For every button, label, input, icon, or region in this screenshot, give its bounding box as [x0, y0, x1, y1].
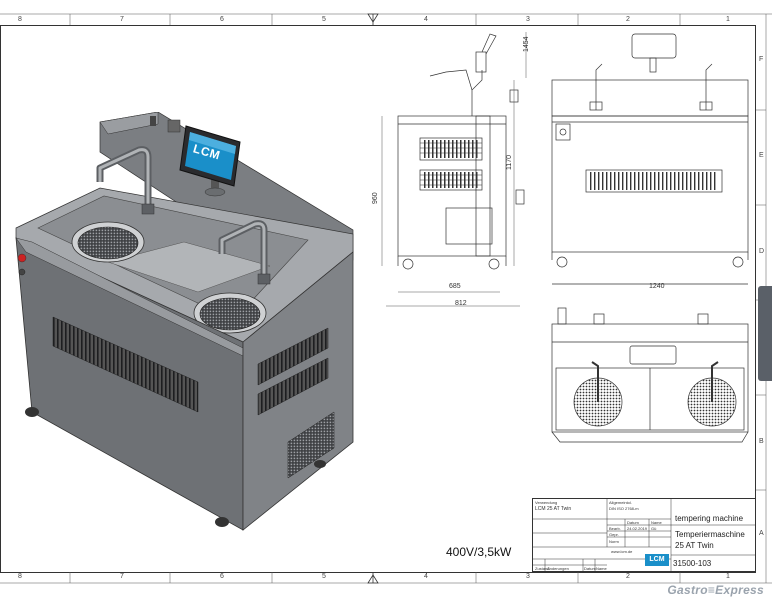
zone-number: 4: [424, 573, 428, 580]
bearb-date: 24.02.2019: [627, 526, 648, 531]
zone-number: 5: [322, 573, 326, 580]
allgemeintol-value: DIN ISO 2768-m: [609, 506, 639, 511]
dimension-width: 1240: [649, 283, 665, 290]
verwendung-value: LCM 25 AT Twin: [535, 506, 572, 512]
allgemeintol-label: Allgemeintol.: [609, 500, 632, 505]
zone-number: 6: [220, 573, 224, 580]
dimension-depth-inner: 685: [449, 283, 461, 290]
name2-label: Name: [596, 566, 607, 571]
zone-letter: E: [759, 152, 764, 159]
zone-number: 5: [322, 16, 326, 23]
zone-number: 7: [120, 573, 124, 580]
verwendung-label: Verwendung: [535, 500, 558, 505]
zone-number: 3: [526, 16, 530, 23]
zone-number: 3: [526, 573, 530, 580]
datum2-label: Datum: [584, 566, 596, 571]
drawing-number: 31500-103: [673, 559, 712, 568]
zone-number: 6: [220, 16, 224, 23]
zone-number: 4: [424, 16, 428, 23]
zustand-label: Zustand: [535, 566, 550, 571]
zone-number: 2: [626, 16, 630, 23]
zone-number: 7: [120, 16, 124, 23]
zone-number: 8: [18, 16, 22, 23]
zone-letter: A: [759, 530, 764, 537]
dimension-depth-outer: 812: [455, 300, 467, 307]
isometric-machine-view: [15, 112, 354, 531]
side-elevation-view: [381, 32, 527, 307]
zone-number: 1: [726, 573, 730, 580]
side-scroll-tab[interactable]: [758, 286, 772, 381]
title-german-line1: Temperiermaschine: [675, 530, 745, 539]
top-plan-view: [551, 307, 749, 443]
zone-letter: F: [759, 56, 764, 63]
title-block: Verwendung LCM 25 AT Twin Allgemeintol. …: [532, 498, 756, 572]
name-label: Name: [651, 520, 662, 525]
title-english: tempering machine: [675, 514, 744, 523]
zone-number: 8: [18, 573, 22, 580]
zone-letter: B: [759, 438, 764, 445]
zone-number: 2: [626, 573, 630, 580]
title-german-line2: 25 AT Twin: [675, 541, 714, 550]
zone-letter: D: [759, 248, 765, 255]
dimension-table-height: 960: [372, 192, 379, 204]
norm-label: Norm: [609, 539, 619, 544]
dimension-body-height: 1170: [506, 154, 513, 170]
datum-label: Datum: [627, 520, 639, 525]
watermark: Gastro≡Express: [667, 583, 764, 597]
bearb-label: Bearb.: [609, 526, 621, 531]
lcm-logo: LCM: [645, 554, 669, 566]
bearb-name: Gü: [651, 526, 657, 531]
power-specification: 400V/3,5kW: [446, 545, 512, 559]
aenderung-label: Änderungen: [547, 566, 569, 571]
front-elevation-view: [551, 33, 749, 285]
zone-number: 1: [726, 16, 730, 23]
website: www.lcm.de: [611, 549, 633, 554]
dimension-total-height: 1454: [523, 36, 530, 52]
gepr-label: Gepr.: [609, 532, 619, 537]
